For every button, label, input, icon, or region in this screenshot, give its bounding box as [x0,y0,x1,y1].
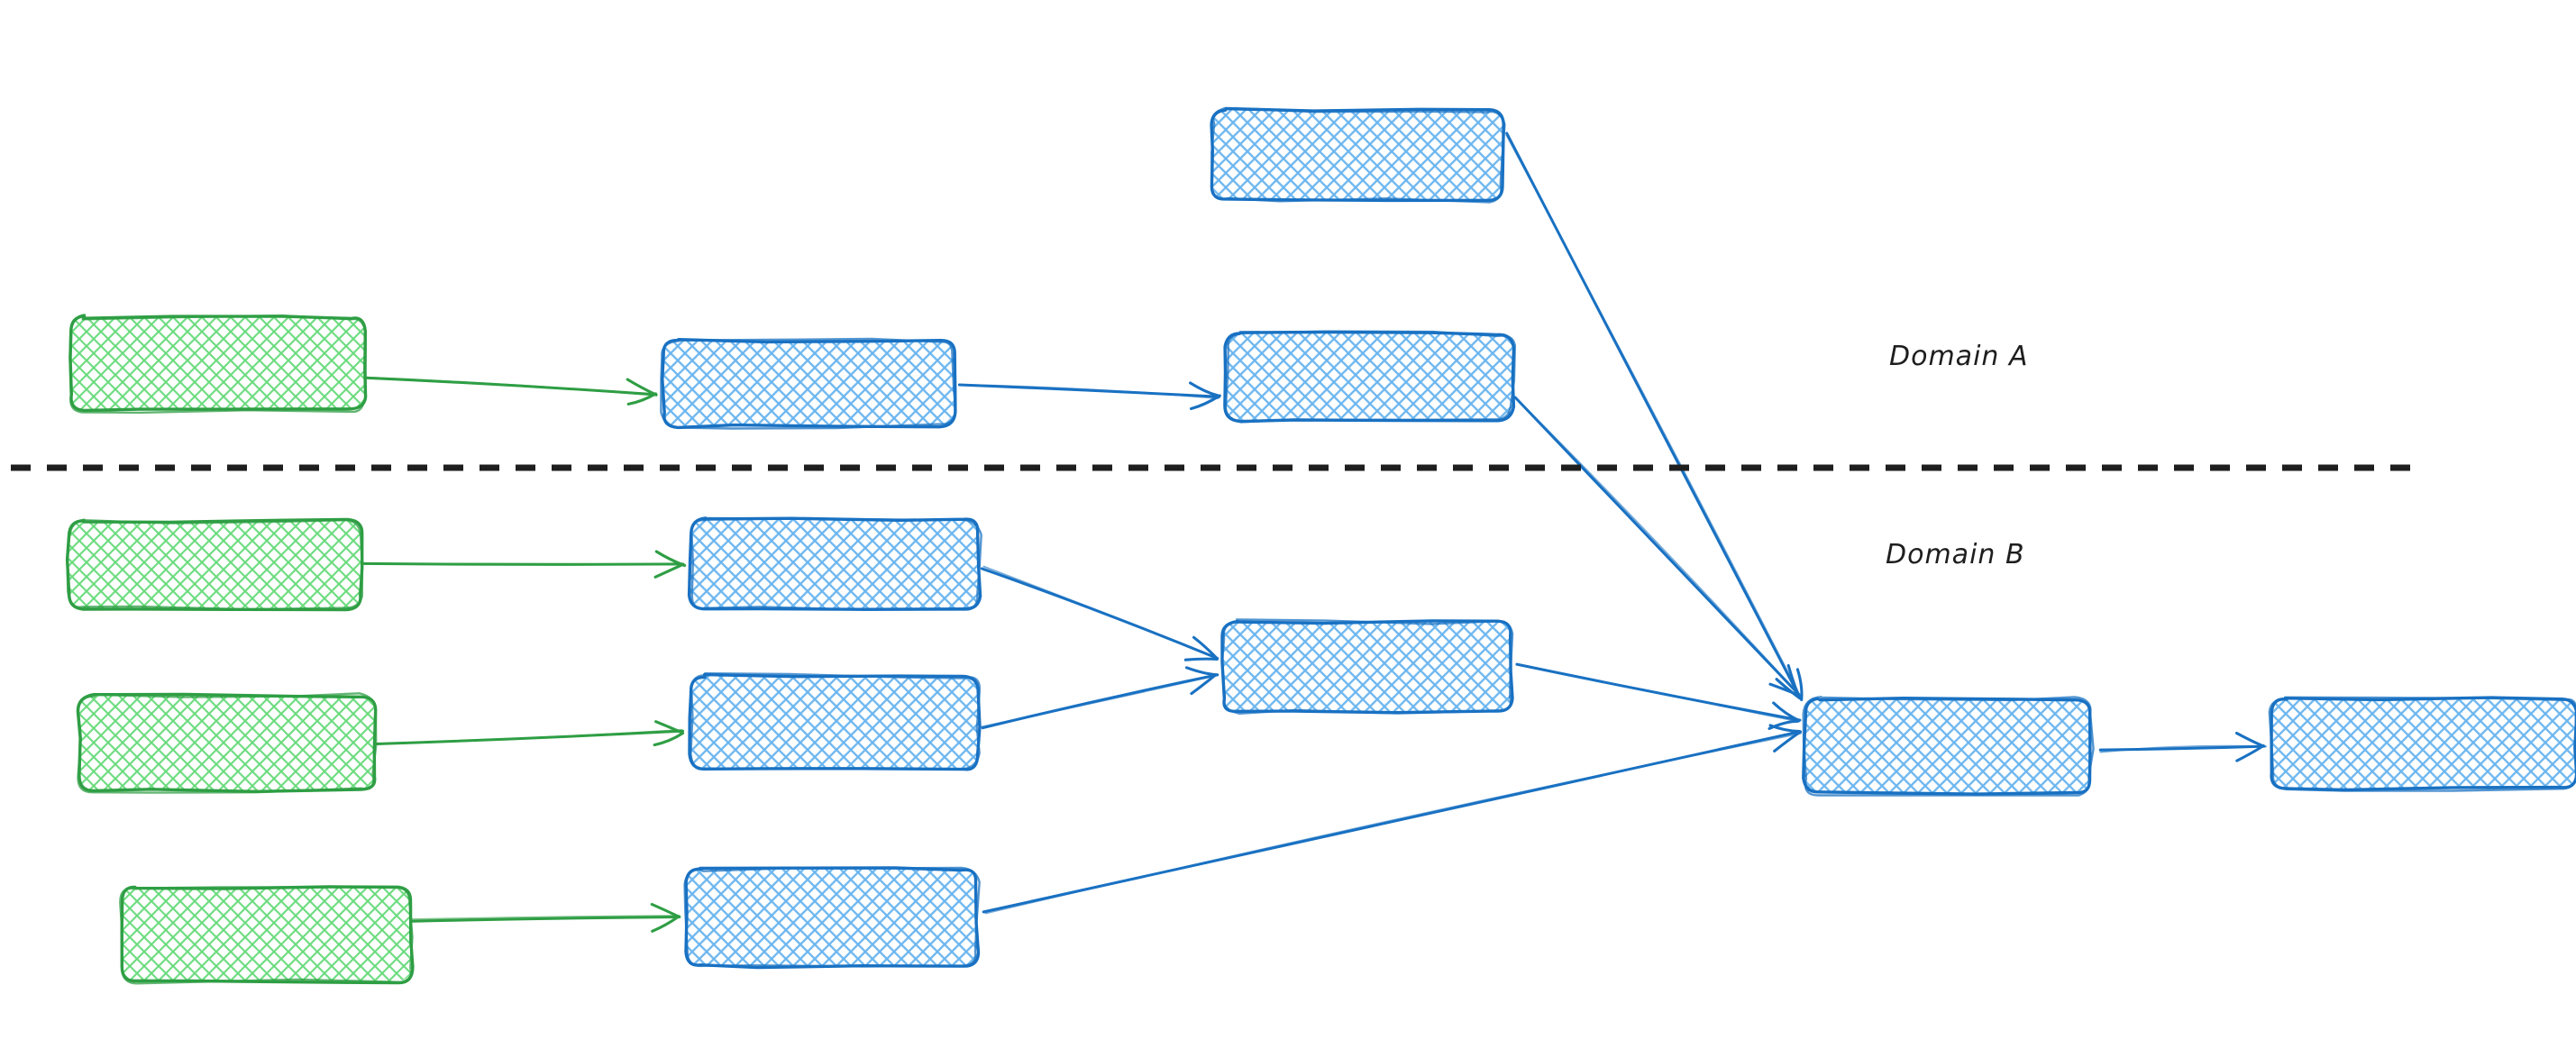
node-outline [660,337,957,430]
node-fill [690,519,979,609]
edge-line [2099,744,2268,753]
edge-arrowhead [2234,731,2265,748]
edge-line [361,562,686,566]
node-outline [1802,697,2092,796]
edge-e-blue-a2-to-hub[interactable] [1513,396,1802,698]
edge-line [376,729,682,745]
edge-arrowhead [654,720,684,734]
node-blue-b-mid[interactable] [1220,618,1514,715]
node-outline [1224,330,1516,424]
edge-e-blue-b3-to-hub[interactable] [982,724,1803,915]
node-fill [2271,698,2576,789]
edge-e-green-a1-to-blue-a1[interactable] [363,376,658,406]
edge-arrowhead [650,902,681,918]
node-fill [1212,110,1503,200]
node-green-a1[interactable] [69,314,368,415]
edge-arrowhead [626,378,658,397]
edge-arrowhead [653,562,685,579]
edge-arrowhead [653,732,685,747]
edge-e-mid-to-hub[interactable] [1515,662,1802,730]
edge-arrowhead [626,392,658,406]
node-outline [119,886,414,985]
node-fill [79,696,375,790]
edge-e-blue-b2-to-mid[interactable] [980,666,1219,730]
node-blue-b-out[interactable] [2268,696,2576,792]
node-green-b1[interactable] [65,517,364,612]
edge-line [959,384,1219,400]
edge-line [1513,396,1800,696]
nodes-layer [65,106,2576,985]
edge-arrowhead [1189,381,1219,397]
edge-line [982,565,1216,658]
edge-line [1516,663,1800,723]
edge-line [365,376,656,397]
node-outline [2268,696,2576,792]
node-fill [687,869,977,966]
node-fill [1223,622,1512,712]
edge-e-hub-to-out[interactable] [2098,731,2268,762]
edge-arrowhead [1768,724,1802,734]
node-blue-b-hub[interactable] [1802,696,2095,797]
node-blue-b3[interactable] [683,866,981,970]
edge-e-blue-a1-to-blue-a2[interactable] [957,381,1221,411]
node-outline [690,672,982,771]
edge-e-green-b3-to-blue-b3[interactable] [410,902,681,933]
edge-line [984,732,1802,915]
node-fill [690,676,979,770]
edge-arrowhead [1768,682,1800,697]
node-green-b3[interactable] [119,885,415,985]
edge-line [1513,396,1802,698]
node-blue-a2[interactable] [1223,330,1516,424]
node-fill [1804,699,2091,793]
edge-line [980,567,1219,660]
node-outline [690,516,982,611]
edge-arrowhead [1189,394,1221,411]
region-labels-layer: Domain A Domain B [1886,341,2028,570]
node-outline [69,314,367,415]
edge-line [1505,134,1804,700]
region-label-domain-a: Domain A [1889,341,2028,372]
edge-arrowhead [1795,668,1804,702]
node-outline [77,692,378,794]
edge-line [980,674,1219,728]
edge-line [411,916,681,923]
edge-arrowhead [1773,730,1803,753]
node-outline [1220,618,1514,715]
node-outline [661,338,957,430]
node-blue-b2[interactable] [688,672,982,771]
edge-arrowhead [1772,701,1801,723]
node-outline [1210,106,1506,204]
node-outline [66,518,364,611]
node-fill [69,521,361,608]
node-fill [122,888,412,981]
node-fill [70,317,365,410]
edge-line [410,915,681,921]
edge-e-blue-a3-to-hub[interactable] [1505,132,1804,702]
node-blue-a3[interactable] [1210,106,1506,204]
edge-e-green-b2-to-blue-b2[interactable] [374,720,685,747]
edge-arrowhead [651,915,681,933]
edge-e-blue-b1-to-mid[interactable] [980,565,1219,661]
node-outline [2270,696,2576,792]
edge-arrowhead [1192,635,1219,660]
region-label-domain-b: Domain B [1886,539,2025,570]
edge-arrowhead [2235,743,2265,762]
node-blue-b1[interactable] [687,516,982,611]
node-outline [1802,696,2095,797]
edge-arrowhead [654,550,687,568]
edge-arrowhead [1184,666,1219,677]
edge-arrowhead [1190,673,1218,696]
edge-arrowhead [1786,663,1800,698]
node-green-b2[interactable] [76,692,378,794]
edges-layer [361,132,2268,933]
node-fill [663,341,955,426]
edge-e-green-b1-to-blue-b1[interactable] [361,550,687,579]
node-fill [1226,333,1512,420]
node-outline [683,866,981,968]
edge-arrowhead [1183,657,1219,661]
node-blue-a1[interactable] [660,337,957,430]
